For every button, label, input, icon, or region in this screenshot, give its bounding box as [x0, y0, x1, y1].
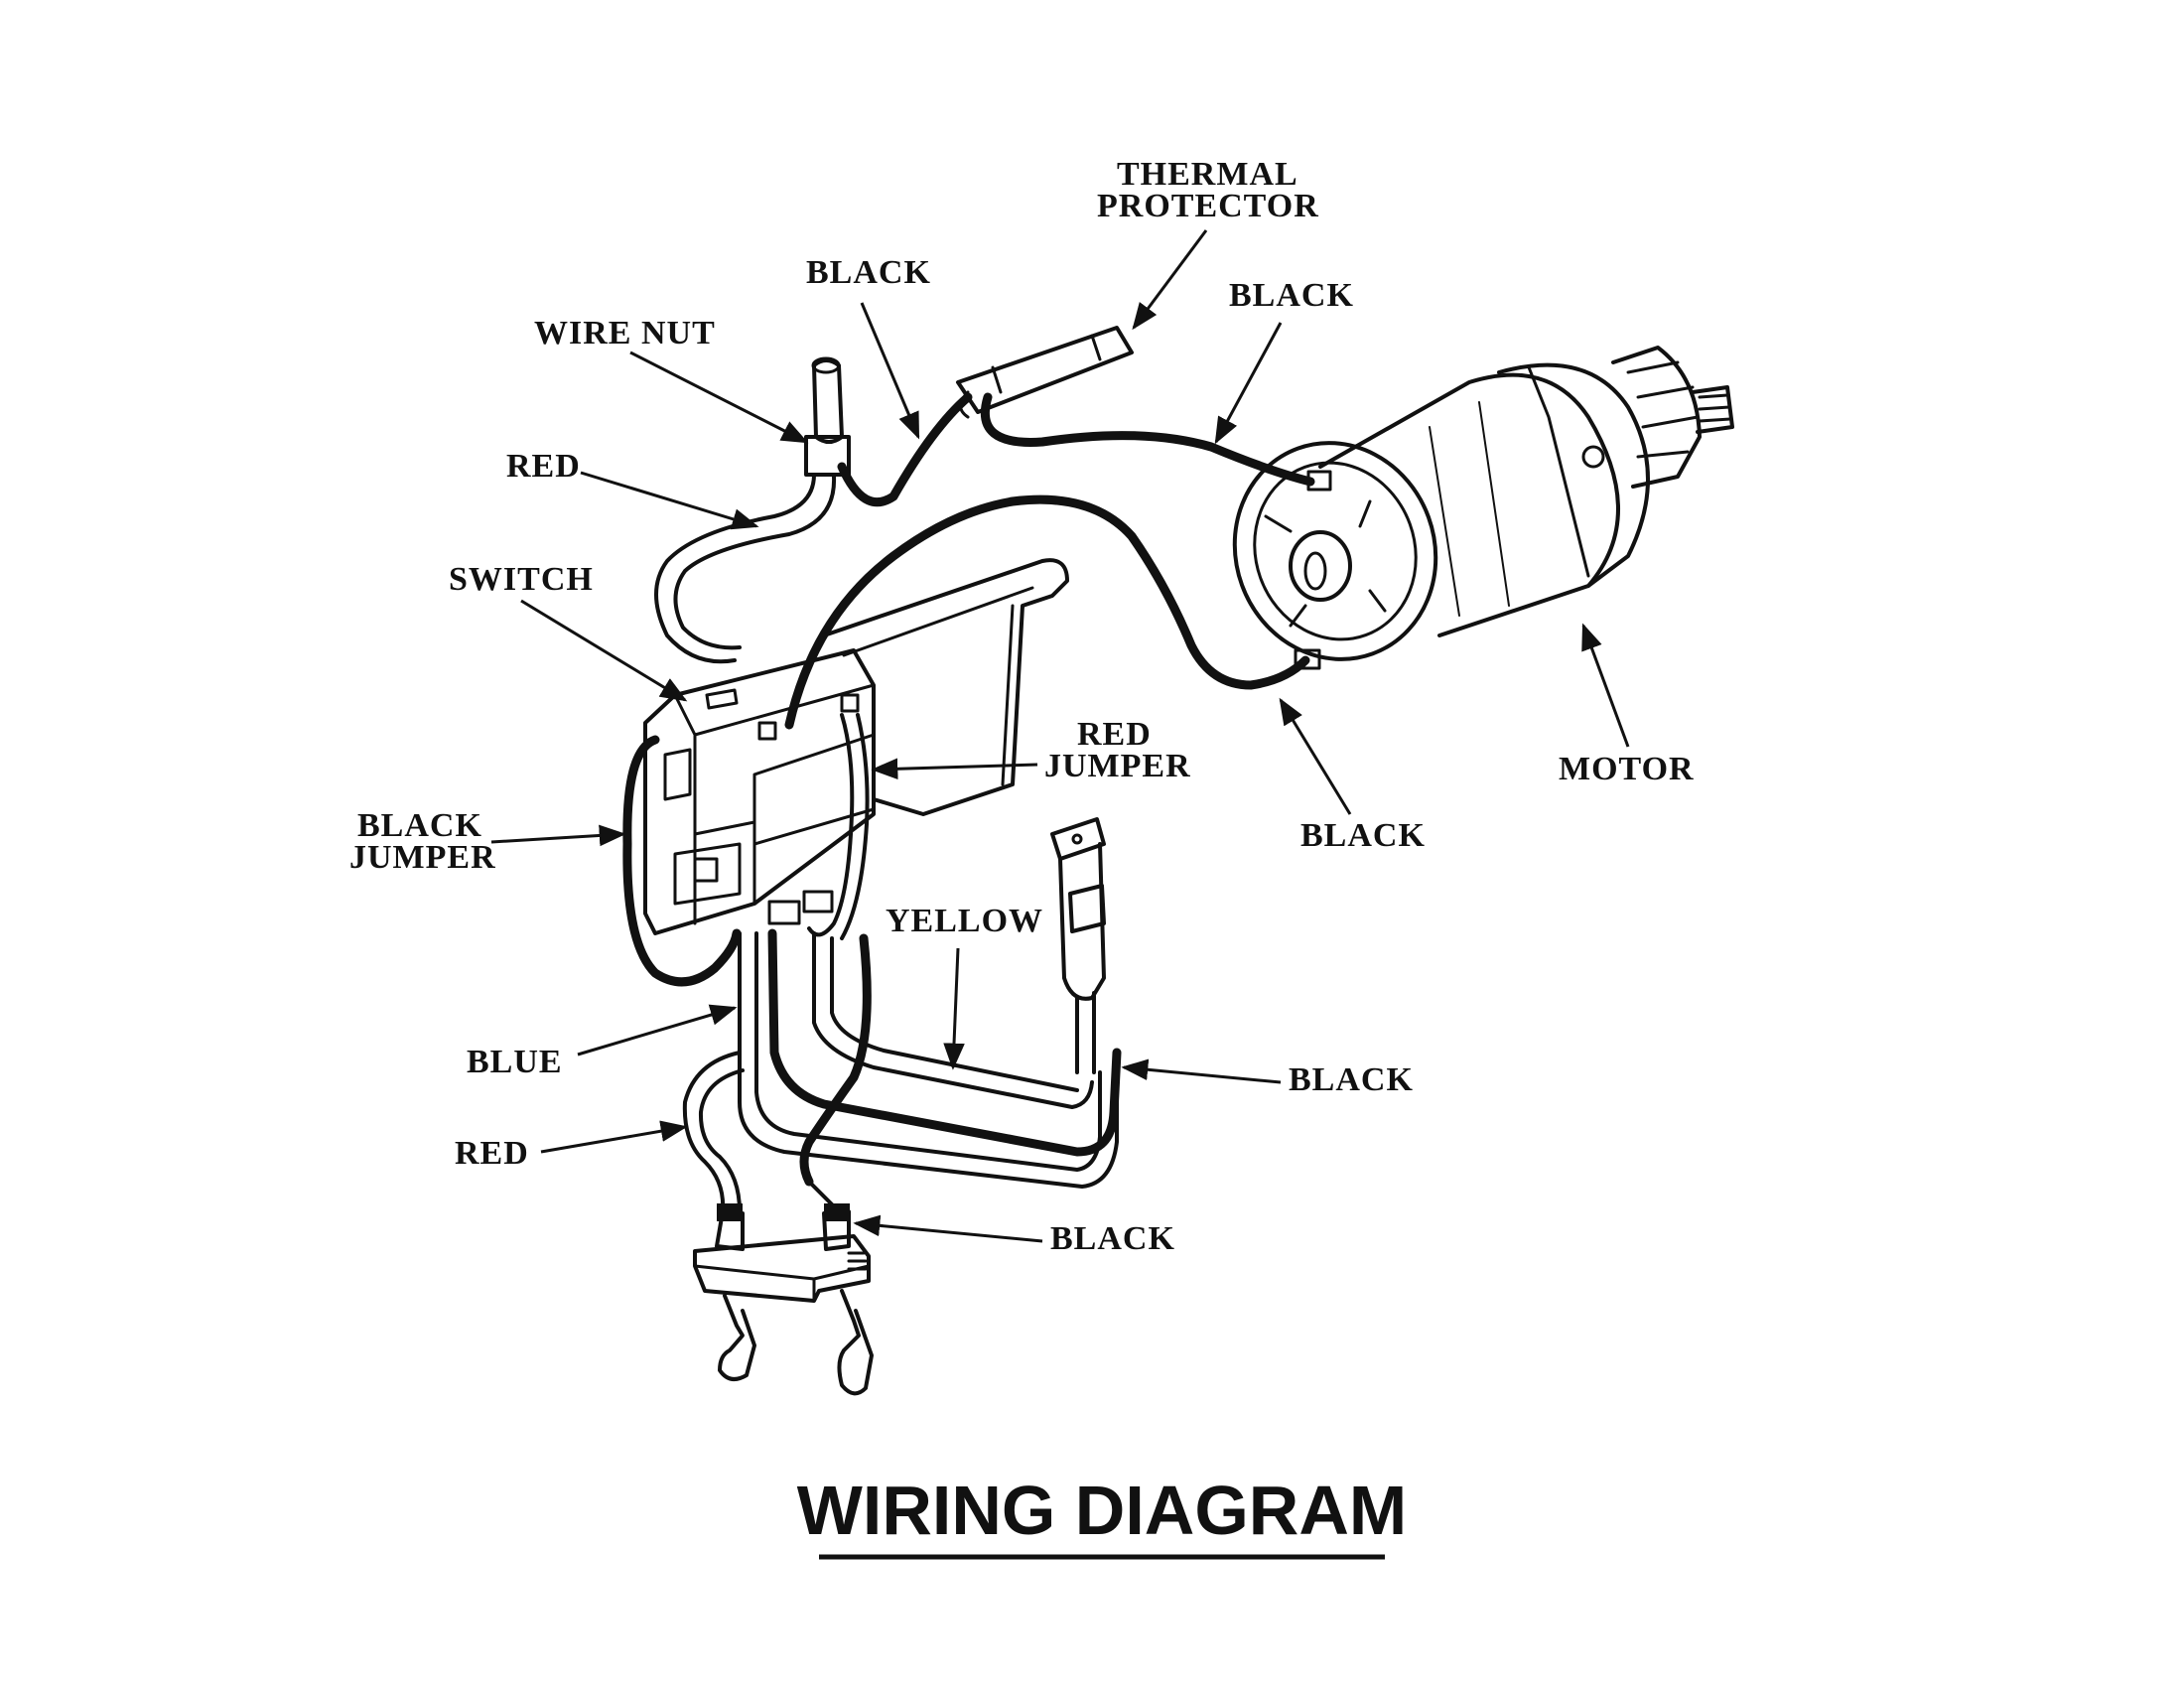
arrow-black-jumper — [490, 824, 626, 847]
arrow-thermal-protector — [1132, 229, 1208, 331]
label-red-jumper-line1: RED — [1077, 716, 1152, 753]
label-blue: BLUE — [467, 1044, 563, 1080]
arrow-switch — [520, 599, 688, 702]
label-black-thermal-right: BLACK — [1229, 277, 1354, 314]
label-red-jumper-line2: JUMPER — [1044, 748, 1191, 784]
arrow-black-motor — [1279, 697, 1352, 815]
arrow-yellow — [943, 947, 965, 1070]
label-motor: MOTOR — [1559, 751, 1695, 787]
label-black-jumper-line1: BLACK — [357, 807, 482, 844]
arrow-blue — [577, 1004, 738, 1056]
arrow-black-top — [860, 302, 920, 440]
label-black-bottom: BLACK — [1050, 1220, 1175, 1257]
arrow-red-jumper — [871, 758, 1038, 780]
switch-illustration — [622, 558, 1069, 987]
label-red-top: RED — [506, 448, 581, 485]
page-title: WIRING DIAGRAM — [797, 1472, 1407, 1549]
wire-nut-illustration — [804, 356, 851, 477]
label-red-bottom: RED — [455, 1135, 529, 1172]
label-black-motor: BLACK — [1300, 817, 1426, 854]
arrow-motor — [1581, 623, 1630, 748]
label-thermal-protector-line2: PROTECTOR — [1097, 188, 1319, 224]
wires — [654, 392, 1315, 730]
arrow-black-thermal-right — [1214, 322, 1283, 445]
label-black-top: BLACK — [806, 254, 931, 291]
arrow-black-right — [1121, 1058, 1282, 1084]
label-switch: SWITCH — [449, 561, 594, 598]
arrow-red-top — [580, 471, 759, 530]
arrow-wire-nut — [629, 351, 809, 444]
arrow-black-bottom — [853, 1214, 1043, 1243]
lower-wires — [682, 817, 1122, 1213]
title-group: WIRING DIAGRAM — [797, 1472, 1407, 1560]
labels: THERMAL PROTECTOR BLACK BLACK WIRE NUT R… — [349, 156, 1695, 1257]
motor-illustration — [1232, 346, 1734, 670]
label-wire-nut: WIRE NUT — [534, 315, 716, 352]
label-yellow: YELLOW — [886, 903, 1043, 939]
terminal-block-illustration — [693, 1180, 874, 1396]
label-black-jumper-line2: JUMPER — [349, 839, 496, 876]
arrow-red-bottom — [540, 1120, 688, 1154]
label-thermal-protector-line1: THERMAL — [1117, 156, 1298, 193]
label-black-right: BLACK — [1289, 1061, 1414, 1098]
